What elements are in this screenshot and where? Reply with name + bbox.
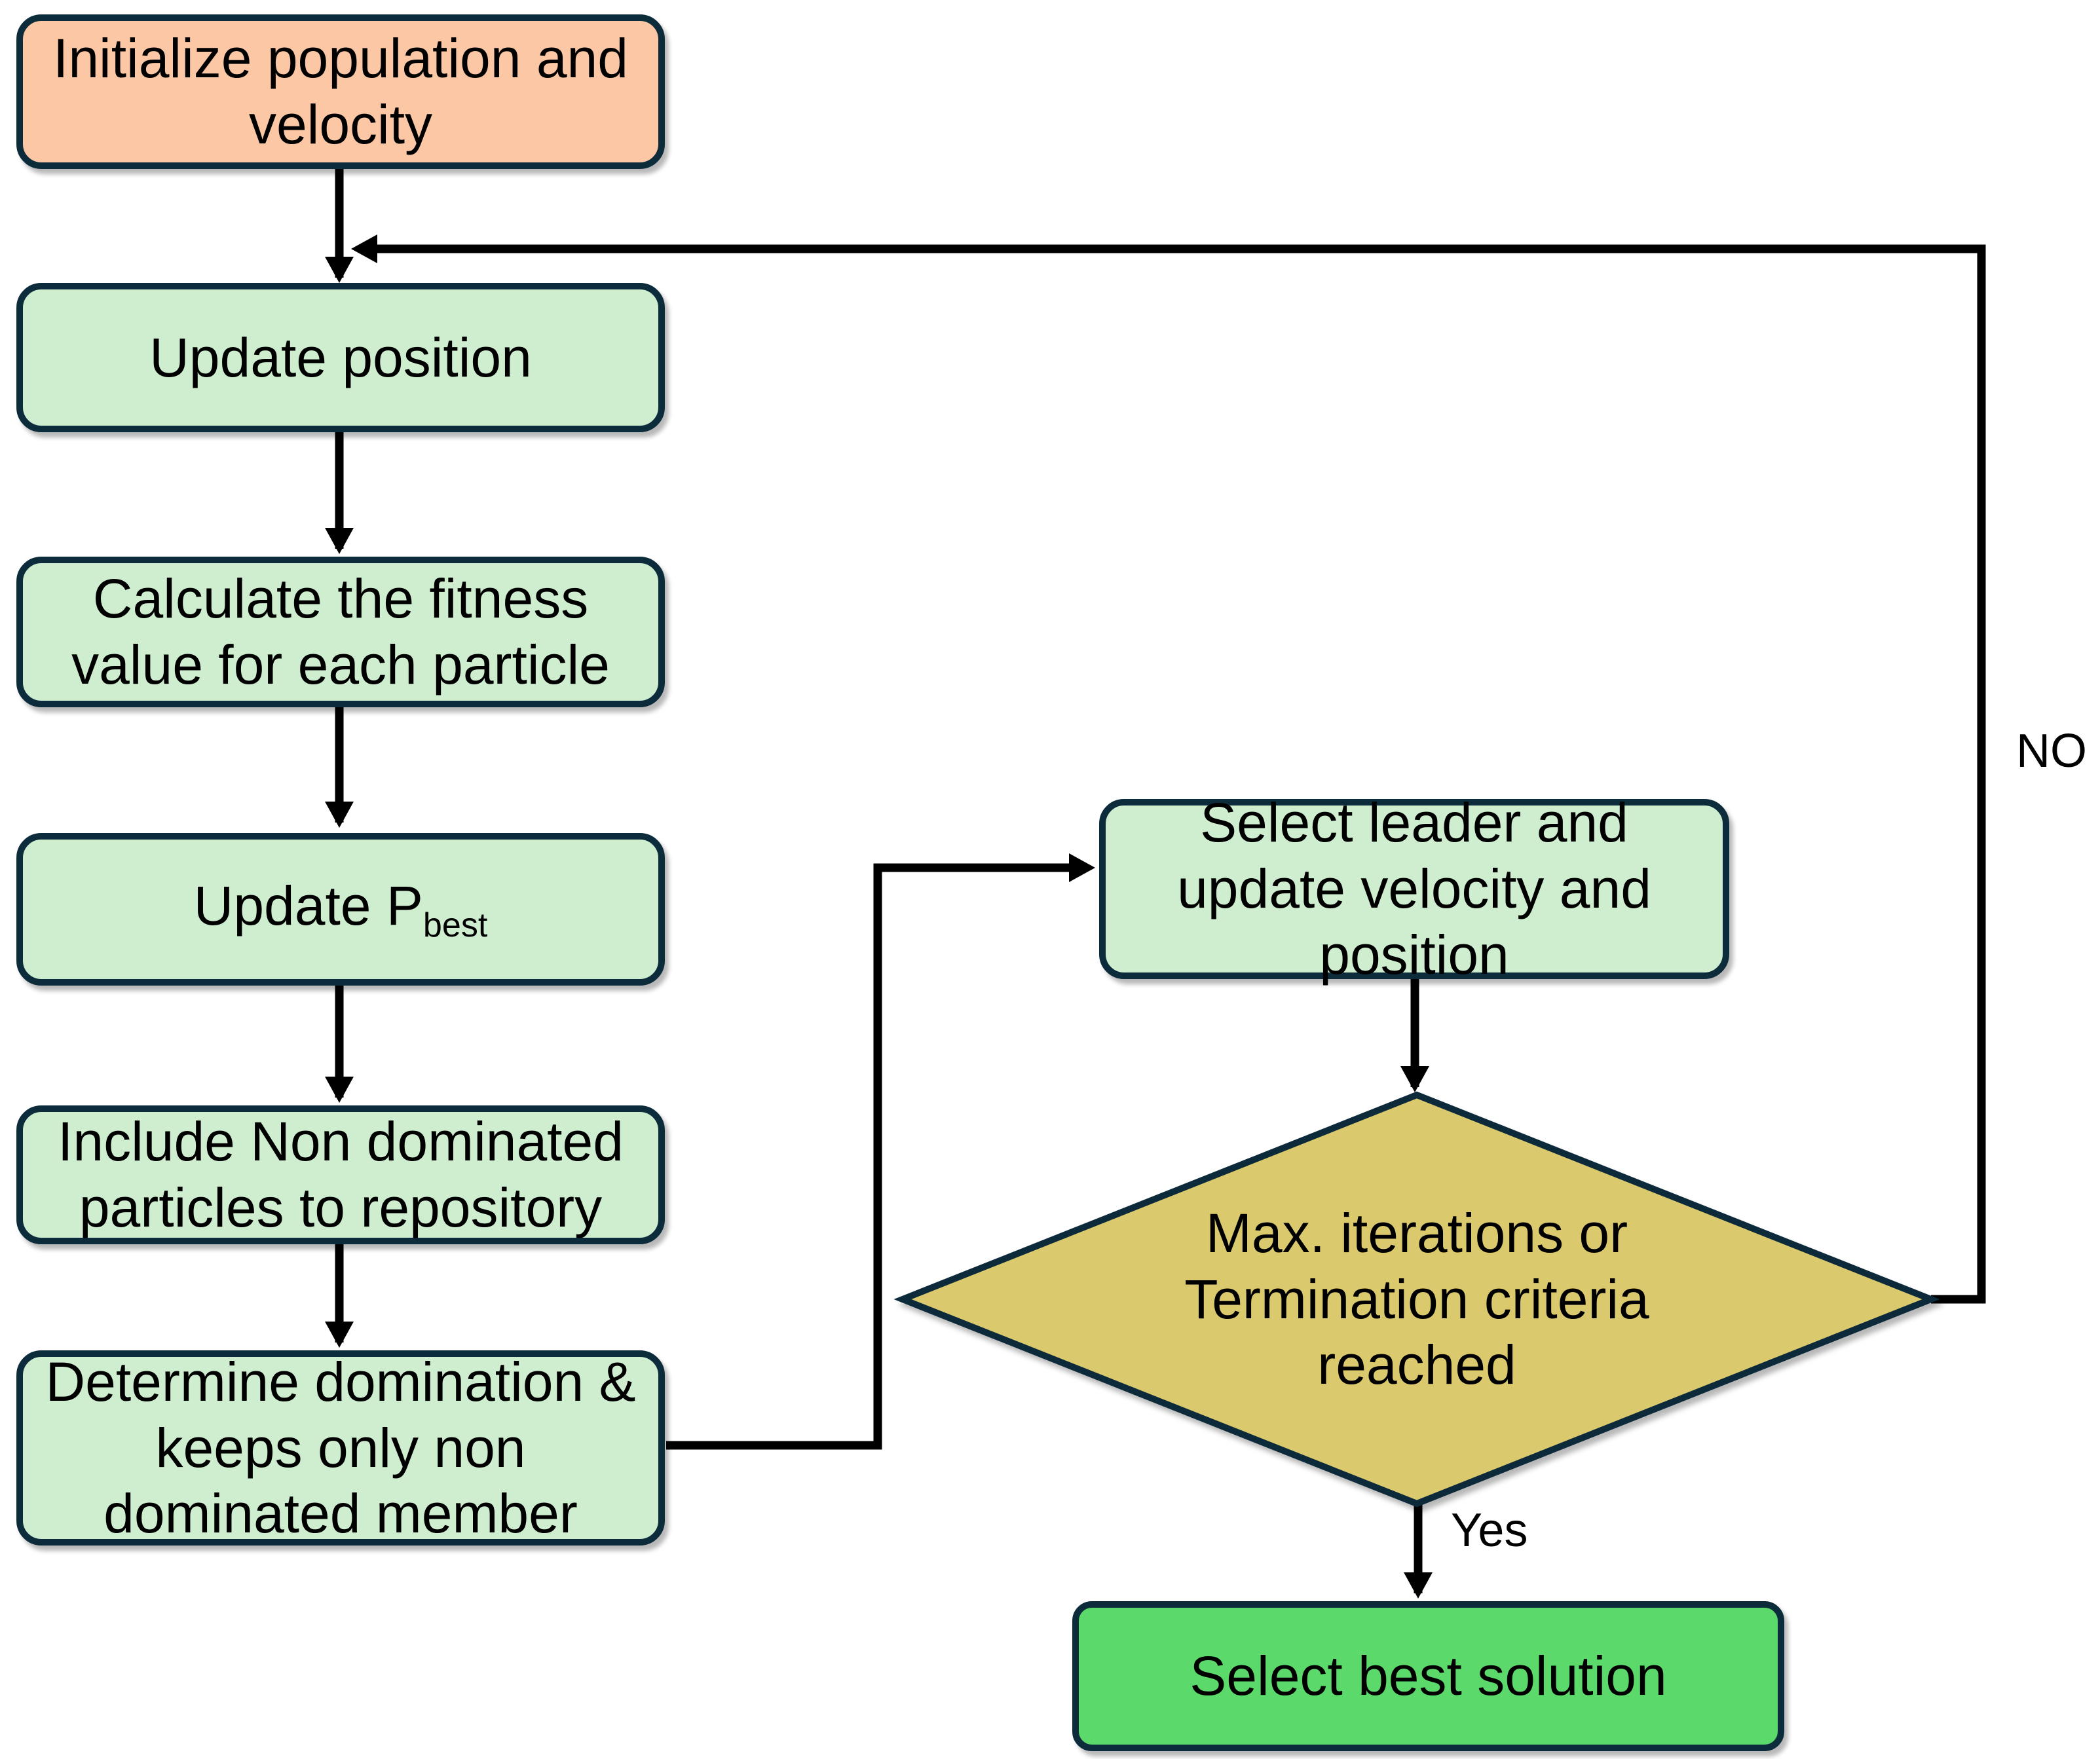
node-include-nondominated: Include Non dominated particles to repos… — [16, 1105, 665, 1244]
node-update-pbest: Update Pbest — [16, 833, 665, 986]
node-label-line: Select leader and — [1200, 792, 1628, 854]
node-label-line: Calculate the fitness — [92, 568, 589, 630]
edge-label-no: NO — [2016, 725, 2087, 777]
node-label-line: Termination criteria — [1184, 1268, 1649, 1330]
node-initialize-population: Initialize population and velocity — [16, 14, 665, 169]
node-label-line: Max. iterations or — [1205, 1202, 1628, 1264]
pbest-text: Update P — [193, 874, 423, 936]
node-label-line: Update position — [149, 326, 532, 388]
arrowhead-into-decision — [1400, 1066, 1429, 1092]
node-label-line: Update Pbest — [194, 873, 488, 946]
arrowhead-into-select-leader — [1069, 853, 1095, 882]
arrowheads — [325, 234, 1433, 1599]
node-label-line: particles to repository — [79, 1177, 603, 1238]
arrowhead-no-loop-merge — [351, 234, 377, 263]
arrowhead-into-calculate-fitness — [325, 528, 354, 554]
node-termination-decision-label: Max. iterations or Termination criteria … — [903, 1095, 1931, 1504]
arrowhead-into-select-best — [1404, 1572, 1433, 1599]
node-label-line: keeps only non — [155, 1416, 526, 1479]
node-label-line: Include Non dominated — [58, 1111, 624, 1173]
node-select-best-solution: Select best solution — [1072, 1601, 1784, 1751]
node-calculate-fitness: Calculate the fitness value for each par… — [16, 557, 665, 707]
node-label-line: position — [1319, 923, 1509, 986]
connector-lines — [335, 169, 1986, 1593]
pbest-subscript: best — [422, 906, 488, 944]
node-determine-domination: Determine domination & keeps only non do… — [16, 1350, 665, 1546]
arrowhead-into-update-position — [325, 257, 354, 283]
node-label-line: Select best solution — [1190, 1645, 1667, 1707]
connector-determine-domination-to-select-leader — [666, 863, 1070, 1450]
arrowhead-into-include-nondominated — [325, 1077, 354, 1103]
node-select-leader: Select leader and update velocity and po… — [1099, 792, 1729, 986]
node-label-line: reached — [1317, 1334, 1516, 1396]
node-update-position: Update position — [16, 283, 665, 432]
node-label-line: dominated member — [103, 1483, 578, 1545]
decision-diamond-shape — [893, 1091, 1940, 1508]
arrowhead-into-update-pbest — [325, 802, 354, 828]
node-label-line: velocity — [248, 94, 433, 155]
node-label-line: value for each particle — [71, 634, 610, 695]
node-label-line: Determine domination & — [45, 1350, 636, 1413]
arrowhead-into-determine-domination — [325, 1322, 354, 1348]
edge-label-yes: Yes — [1451, 1504, 1528, 1557]
connector-decision-no-loop — [367, 244, 1986, 1304]
node-label-line: update velocity and — [1177, 858, 1651, 920]
node-label-line: Initialize population and — [53, 28, 628, 90]
